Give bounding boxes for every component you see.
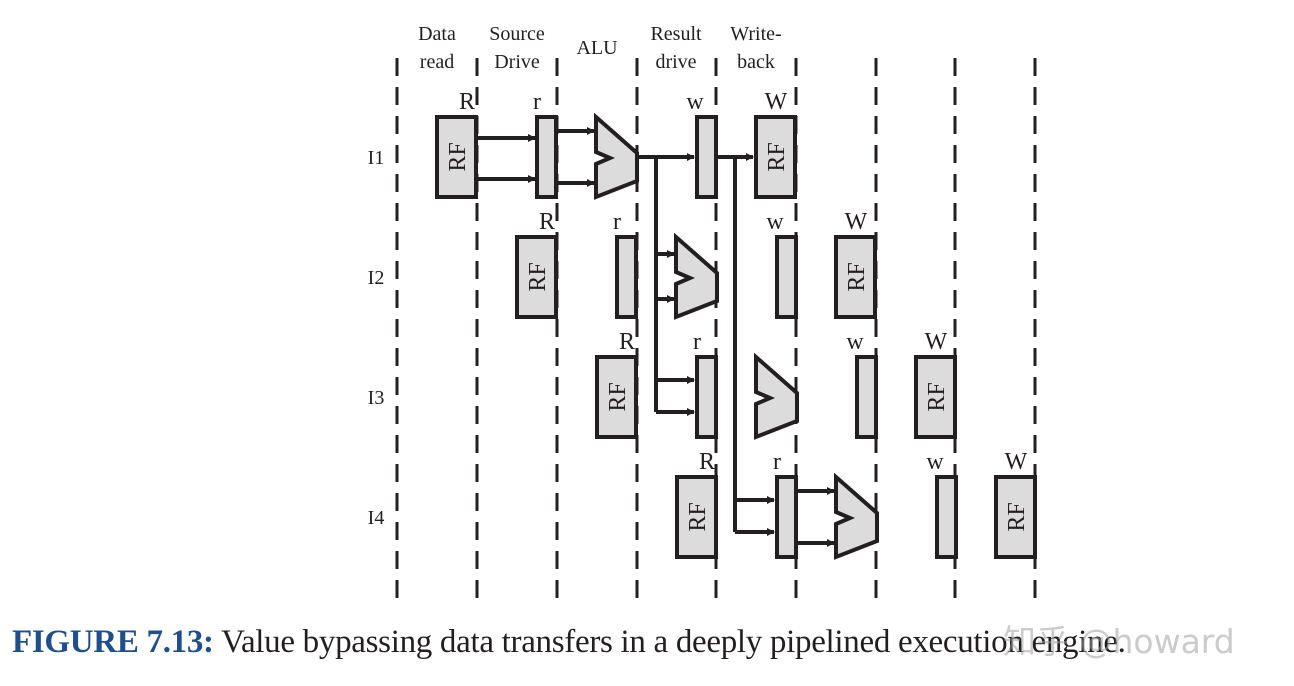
result-latch xyxy=(855,355,878,439)
write-port-label: W xyxy=(925,329,948,355)
source-latch xyxy=(695,355,718,439)
bypass-wires xyxy=(637,153,775,536)
instruction-labels: I1 I2 I3 I4 xyxy=(368,147,385,529)
register-file-write-label: RF xyxy=(1004,502,1030,531)
alu-block xyxy=(594,112,639,200)
source-latch xyxy=(775,475,798,559)
result-latch-label: w xyxy=(766,209,784,235)
stage-label-result-drive-2: drive xyxy=(655,51,696,73)
figure-number: FIGURE 7.13: xyxy=(12,624,214,660)
source-latch xyxy=(535,115,558,199)
read-port-label: R xyxy=(539,209,555,235)
source-latch-label: r xyxy=(693,329,701,355)
register-file-write-label: RF xyxy=(924,382,950,411)
stage-label-writeback-2: back xyxy=(737,51,775,73)
figure-caption: FIGURE 7.13: Value bypassing data transf… xyxy=(12,624,1126,661)
result-latch xyxy=(935,475,958,559)
figure-caption-text: Value bypassing data transfers in a deep… xyxy=(213,624,1126,660)
stage-label-data-read-2: read xyxy=(420,51,454,73)
register-file-write-block xyxy=(754,115,797,199)
source-latch-label: r xyxy=(533,89,541,115)
alu-block xyxy=(754,352,799,440)
alu-block xyxy=(674,232,719,320)
alu-block xyxy=(834,472,879,560)
stage-label-alu: ALU xyxy=(576,37,618,59)
register-file-write-block xyxy=(994,475,1037,559)
register-file-write-block xyxy=(914,355,957,439)
register-file-read-label: RF xyxy=(525,262,551,291)
stage-label-data-read-1: Data xyxy=(418,23,456,45)
register-file-read-block xyxy=(435,115,478,199)
stage-label-result-drive-1: Result xyxy=(650,23,702,45)
read-port-label: R xyxy=(699,449,715,475)
register-file-read-label: RF xyxy=(445,142,471,171)
write-port-label: W xyxy=(1005,449,1028,475)
register-file-read-block xyxy=(515,235,558,319)
register-file-write-block xyxy=(834,235,877,319)
result-latch xyxy=(695,115,718,199)
register-file-read-block xyxy=(675,475,718,559)
instruction-label-i2: I2 xyxy=(368,267,385,289)
register-file-read-block xyxy=(595,355,638,439)
instruction-label-i3: I3 xyxy=(368,387,385,409)
register-file-write-label: RF xyxy=(764,142,790,171)
register-file-read-label: RF xyxy=(685,502,711,531)
result-latch-label: w xyxy=(686,89,704,115)
register-file-write-label: RF xyxy=(844,262,870,291)
read-port-label: R xyxy=(619,329,635,355)
result-latch-label: w xyxy=(846,329,864,355)
stage-label-source-drive-1: Source xyxy=(489,23,545,45)
write-port-label: W xyxy=(845,209,868,235)
stage-label-source-drive-2: Drive xyxy=(494,51,540,73)
result-latch xyxy=(775,235,798,319)
stage-label-writeback-1: Write- xyxy=(730,23,781,45)
result-latch-label: w xyxy=(926,449,944,475)
write-port-label: W xyxy=(765,89,788,115)
source-latch-label: r xyxy=(773,449,781,475)
instruction-label-i1: I1 xyxy=(368,147,385,169)
register-file-read-label: RF xyxy=(605,382,631,411)
source-latch-label: r xyxy=(613,209,621,235)
watermark: 知乎 @howard xyxy=(1003,622,1235,661)
source-latch xyxy=(615,235,638,319)
instruction-label-i4: I4 xyxy=(368,507,385,529)
stage-headers: Data read Source Drive ALU Result drive … xyxy=(418,23,782,73)
read-port-label: R xyxy=(459,89,475,115)
